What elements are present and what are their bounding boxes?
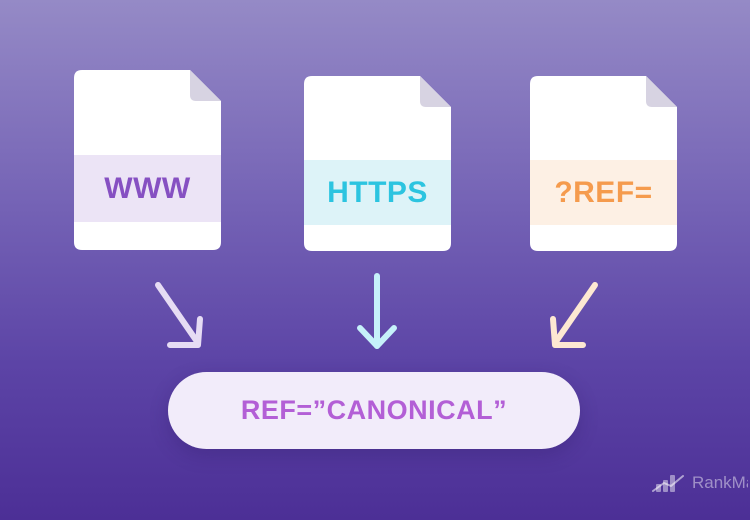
document-label-www: WWW xyxy=(74,155,221,222)
document-label-https: HTTPS xyxy=(304,160,451,225)
arrow-down-left-icon xyxy=(550,282,598,348)
rankmath-watermark: RankMath xyxy=(652,470,748,496)
canonical-pill: REF=”CANONICAL” xyxy=(168,372,580,449)
arrow-down-icon xyxy=(357,273,397,349)
rankmath-logo-icon xyxy=(652,475,684,492)
arrow-down-right-icon xyxy=(155,282,203,348)
document-label-ref: ?REF= xyxy=(530,160,677,225)
document-https: HTTPS xyxy=(304,76,451,251)
document-ref: ?REF= xyxy=(530,76,677,251)
canonical-label: REF=”CANONICAL” xyxy=(240,395,508,425)
watermark-text: RankMath xyxy=(692,473,748,492)
document-www: WWW xyxy=(74,70,221,250)
